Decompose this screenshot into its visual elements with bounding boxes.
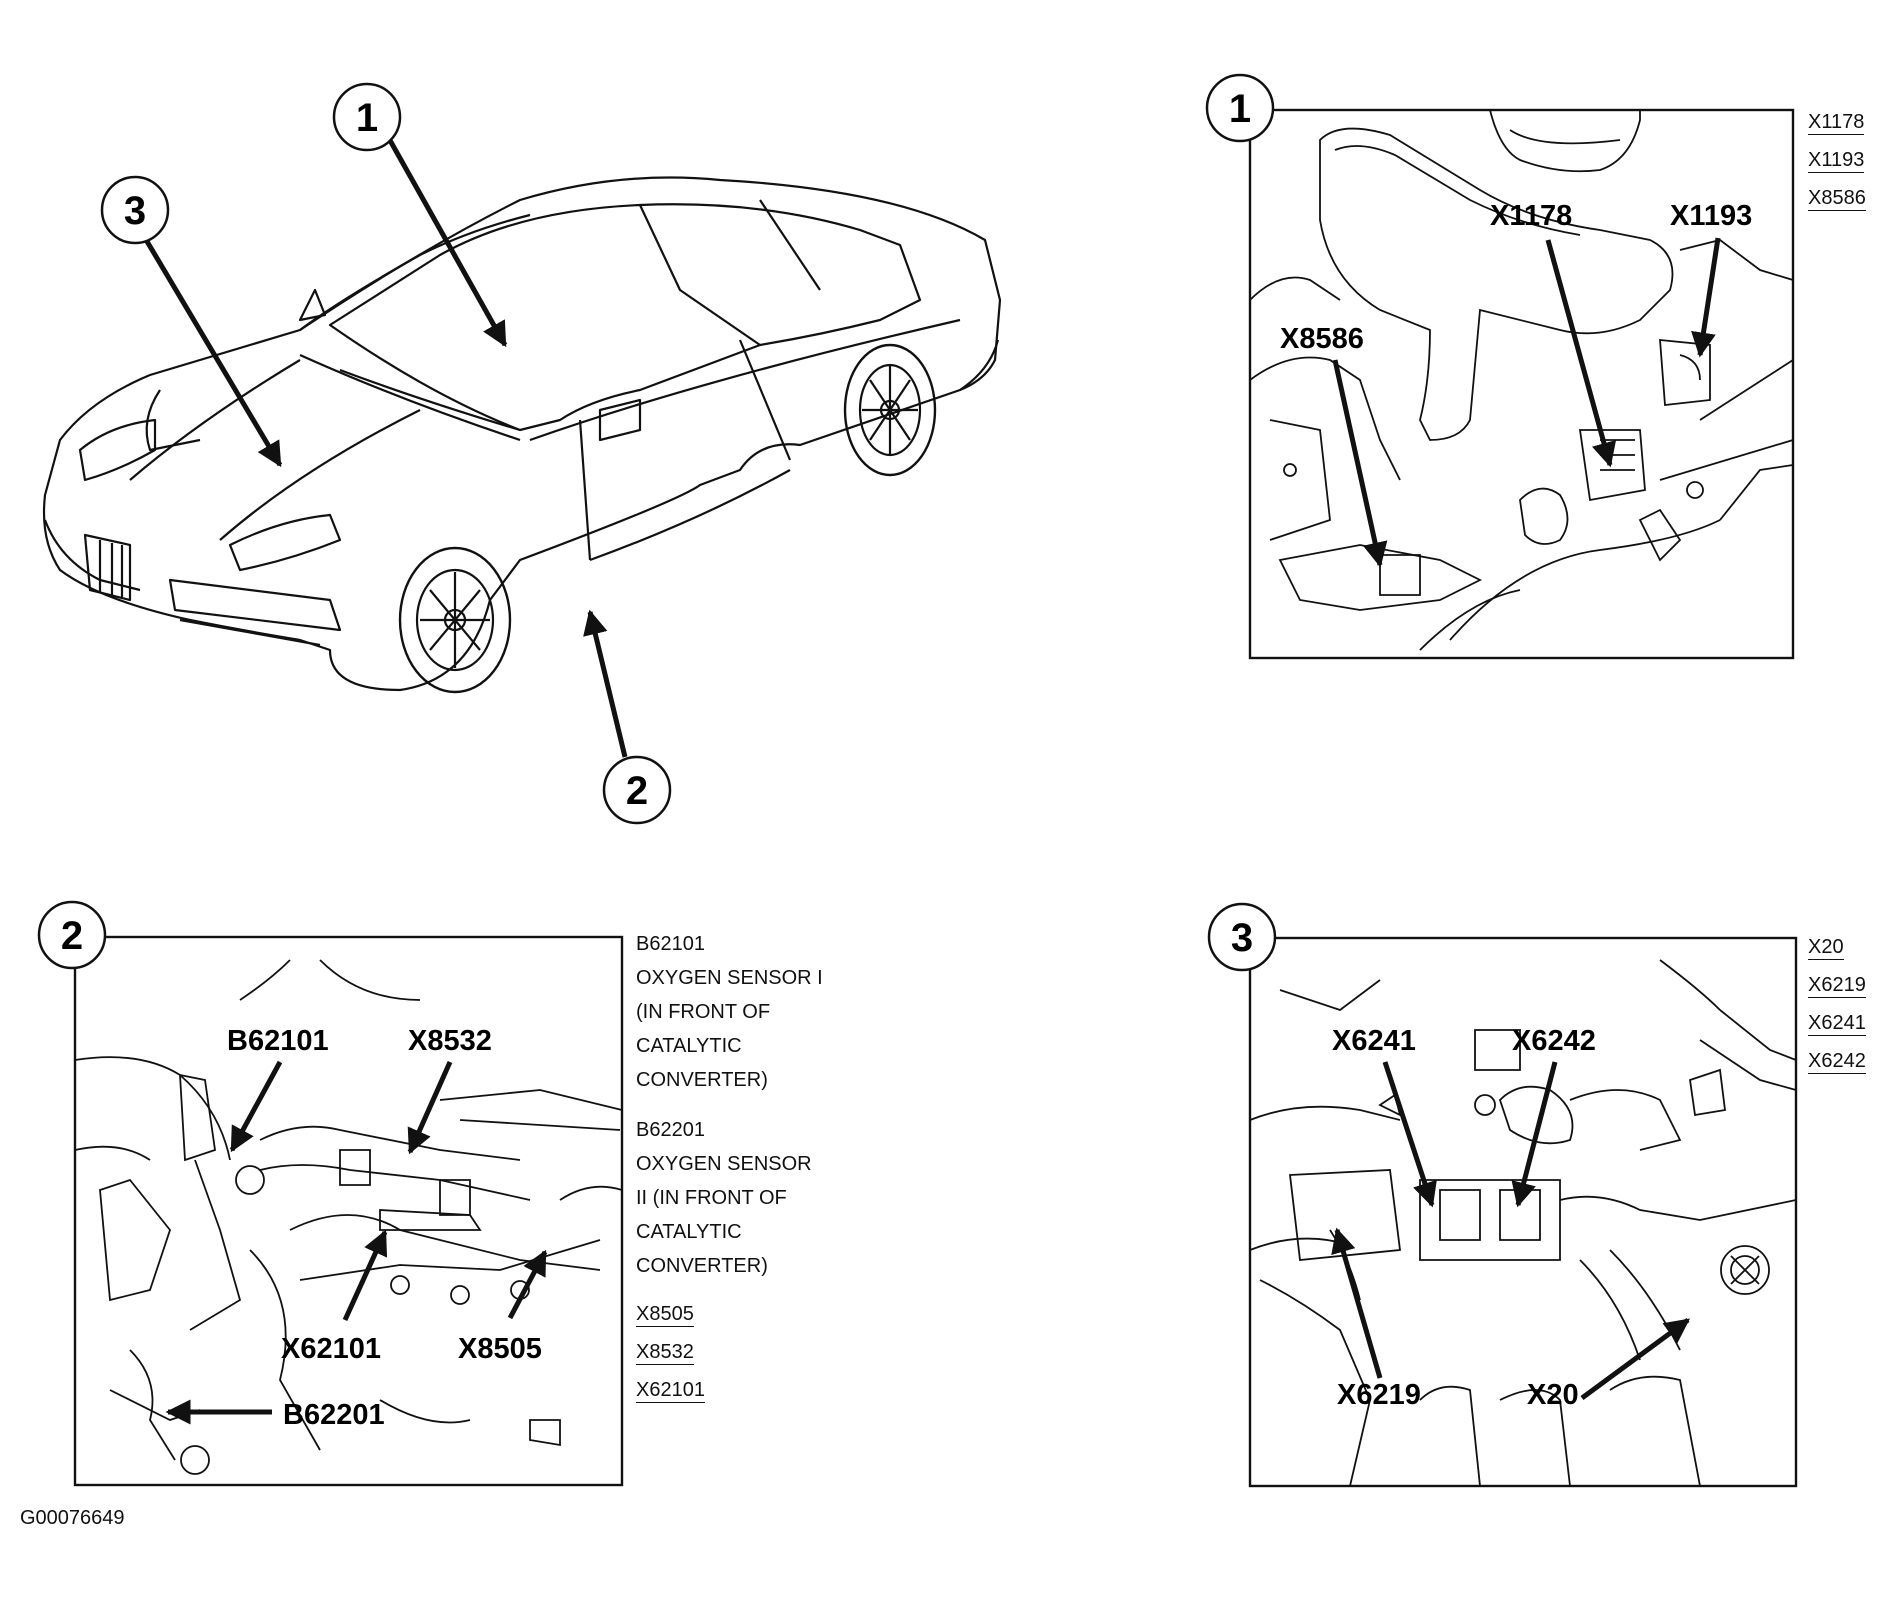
panel-2-callout-number: 2 (61, 914, 83, 958)
x6241-arrow (1382, 1061, 1437, 1208)
x8586-arrow (1332, 359, 1388, 568)
label-x1178: X1178 (1490, 200, 1572, 232)
panel-2-legend: B62101 OXYGEN SENSOR I (IN FRONT OF CATA… (636, 927, 823, 1411)
label-b62101: B62101 (227, 1025, 329, 1057)
panel-3-callout-number: 3 (1231, 916, 1253, 960)
callout-1-number: 1 (356, 96, 378, 140)
panel-1-callout-number: 1 (1229, 87, 1251, 131)
legend-item: X6241 (1808, 1012, 1866, 1036)
label-x62101: X62101 (281, 1333, 381, 1365)
callout-3-arrow (142, 236, 283, 468)
legend-desc-line: CATALYTIC (636, 1035, 742, 1057)
b62101-arrow (229, 1060, 283, 1153)
callout-1-circle (332, 82, 402, 152)
panel-3-legend: X20 X6219 X6241 X6242 (1808, 930, 1866, 1082)
detail-panel-2: B62101 X8532 X62101 X8505 B62201 2 (37, 900, 624, 1487)
x1178-arrow (1545, 239, 1617, 468)
legend-desc-line: OXYGEN SENSOR (636, 1153, 812, 1175)
legend-item: X62101 (636, 1379, 705, 1403)
legend-desc-line: B62201 (636, 1119, 705, 1141)
x1193-arrow (1691, 237, 1721, 358)
car-illustration (42, 176, 1002, 694)
panel-2-callout-circle (37, 900, 107, 970)
callout-3-circle (100, 175, 170, 245)
callout-1-arrow (384, 133, 508, 348)
legend-item: X8586 (1808, 187, 1866, 211)
label-x8505: X8505 (458, 1333, 542, 1365)
label-b62201: B62201 (283, 1399, 385, 1431)
figure-id: G00076649 (20, 1507, 125, 1529)
label-x6242: X6242 (1512, 1025, 1596, 1057)
panel-1-legend: X1178 X1193 X8586 (1808, 105, 1866, 219)
panel-1-callout-circle (1205, 73, 1275, 143)
legend-desc-line: II (IN FRONT OF (636, 1187, 787, 1209)
legend-item: X20 (1808, 936, 1844, 960)
legend-desc-line: CATALYTIC (636, 1221, 742, 1243)
legend-item: X1193 (1808, 149, 1865, 173)
label-x8532: X8532 (408, 1025, 492, 1057)
label-x1193: X1193 (1670, 200, 1752, 232)
x8505-arrow (507, 1249, 548, 1320)
legend-desc-line: OXYGEN SENSOR I (636, 967, 823, 989)
callout-2-arrow (583, 609, 628, 758)
legend-item: X1178 (1808, 111, 1865, 135)
callout-2-number: 2 (626, 769, 648, 813)
legend-desc-line: B62101 (636, 933, 705, 955)
panel-3-callout-circle (1207, 902, 1277, 972)
x6219-arrow (1331, 1227, 1383, 1379)
legend-item: X8532 (636, 1341, 694, 1365)
legend-item: X6219 (1808, 974, 1866, 998)
label-x20: X20 (1527, 1379, 1579, 1411)
label-x8586: X8586 (1280, 323, 1364, 355)
x62101-arrow (342, 1229, 388, 1322)
legend-desc-line: (IN FRONT OF (636, 1001, 771, 1023)
callout-2-circle (602, 755, 672, 825)
x20-arrow (1580, 1317, 1691, 1401)
label-x6219: X6219 (1337, 1379, 1421, 1411)
legend-desc-line: CONVERTER) (636, 1255, 768, 1277)
label-x6241: X6241 (1332, 1025, 1416, 1057)
x6242-arrow (1511, 1061, 1558, 1208)
legend-desc-line: CONVERTER) (636, 1069, 768, 1091)
callout-3-number: 3 (124, 189, 146, 233)
detail-panel-3: X6241 X6242 X6219 X20 3 (1207, 902, 1798, 1488)
legend-item: X8505 (636, 1303, 694, 1327)
legend-item: X6242 (1808, 1050, 1866, 1074)
x8532-arrow (407, 1060, 453, 1155)
detail-panel-1: X1178 X1193 X8586 1 (1205, 73, 1795, 660)
